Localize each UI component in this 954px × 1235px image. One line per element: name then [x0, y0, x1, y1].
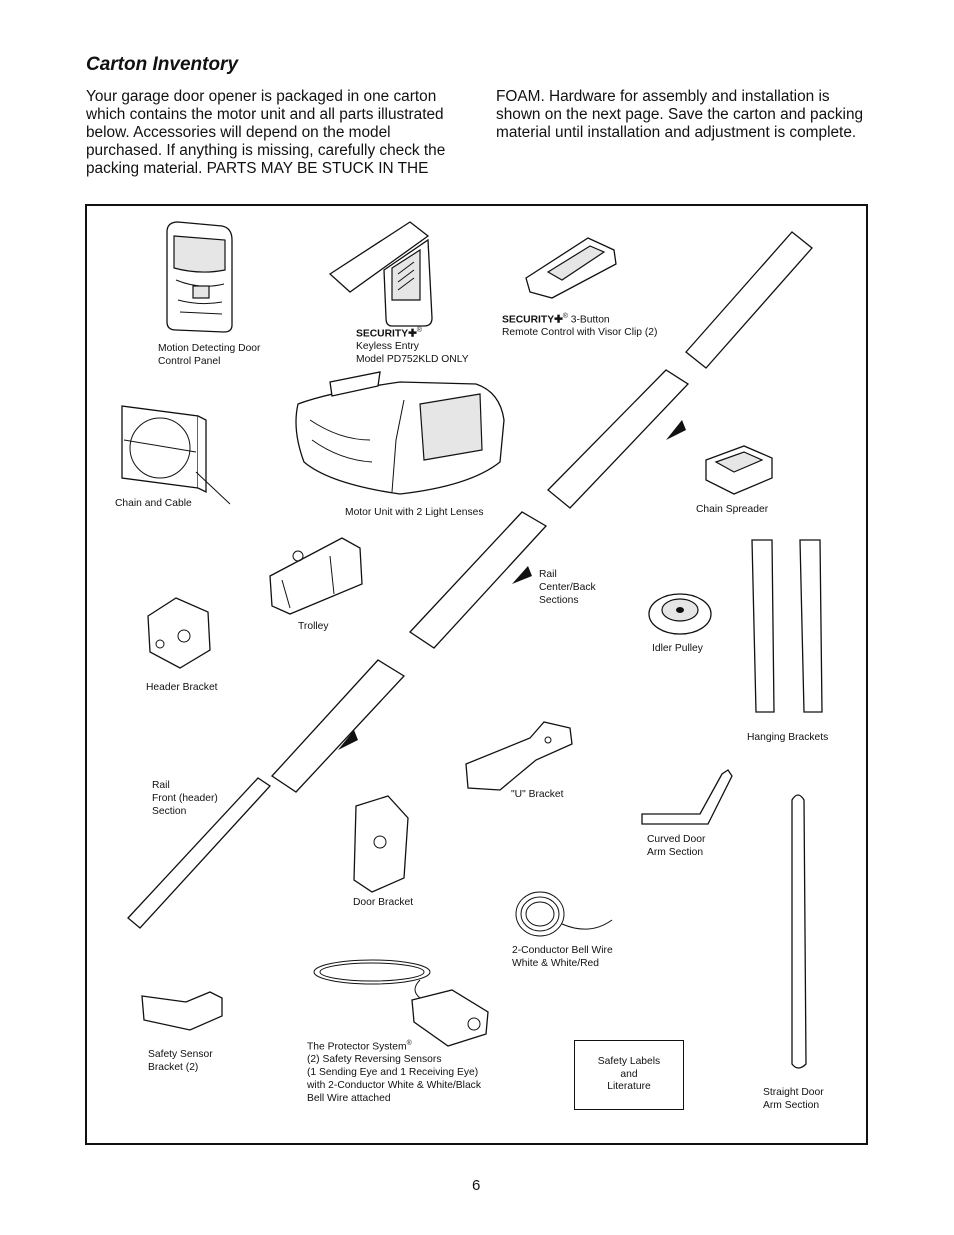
keyless-entry-illustration: [328, 221, 433, 327]
chain-spreader-illustration: [705, 445, 773, 495]
label-rail-front: Rail Front (header) Section: [152, 780, 218, 817]
inventory-frame: [85, 204, 868, 1145]
label-idler-pulley: Idler Pulley: [652, 643, 703, 654]
keyless-reg-mark: ®: [416, 327, 422, 334]
protector-reg-mark: ®: [406, 1040, 412, 1047]
motor-unit-illustration: [295, 371, 505, 495]
label-header-bracket: Header Bracket: [146, 682, 218, 693]
label-straight-arm: Straight Door Arm Section: [763, 1087, 824, 1111]
trolley-illustration: [269, 537, 363, 615]
label-trolley: Trolley: [298, 621, 329, 632]
remote-desc-2: Remote Control with Visor Clip (2): [502, 327, 658, 339]
label-sensor-bracket: Safety Sensor Bracket (2): [148, 1049, 213, 1073]
curved-arm-illustration: [641, 769, 733, 825]
remote-reg-mark: ®: [562, 313, 568, 320]
keyless-desc: Keyless Entry Model PD752KLD ONLY: [356, 341, 469, 366]
page-number: 6: [472, 1177, 481, 1194]
label-rail-center-back: Rail Center/Back Sections: [539, 569, 596, 606]
sensor-bracket-illustration: [141, 991, 223, 1031]
chain-cable-illustration: [121, 405, 231, 505]
keyless-brand: SECURITY✚: [356, 328, 417, 340]
hanging-brackets-illustration: [751, 539, 823, 713]
safety-labels-box: Safety Labels and Literature: [574, 1040, 684, 1110]
remote-desc-1: 3-Button: [567, 314, 610, 326]
label-hanging-brackets: Hanging Brackets: [747, 732, 829, 743]
label-keyless-entry: SECURITY✚® Keyless Entry Model PD752KLD O…: [356, 324, 469, 366]
protector-title: The Protector System: [307, 1041, 407, 1053]
bell-wire-illustration: [515, 891, 613, 937]
door-bracket-illustration: [353, 795, 409, 893]
protector-desc: (2) Safety Reversing Sensors (1 Sending …: [307, 1054, 481, 1105]
label-chain-spreader: Chain Spreader: [696, 504, 769, 515]
rail-illustration: [127, 231, 813, 929]
label-chain-cable: Chain and Cable: [115, 498, 192, 509]
remote-brand: SECURITY✚: [502, 314, 563, 326]
intro-paragraph-left: Your garage door opener is packaged in o…: [86, 88, 446, 177]
label-u-bracket: "U" Bracket: [511, 789, 564, 800]
label-protector-system: The Protector System® (2) Safety Reversin…: [307, 1037, 481, 1105]
control-panel-illustration: [166, 221, 233, 333]
header-bracket-illustration: [147, 597, 211, 669]
straight-arm-illustration: [791, 794, 807, 1069]
protector-system-illustration: [313, 959, 489, 1047]
intro-paragraph-right: FOAM. Hardware for assembly and installa…: [496, 88, 864, 141]
label-door-bracket: Door Bracket: [353, 897, 414, 908]
page-title: Carton Inventory: [86, 54, 239, 75]
u-bracket-illustration: [465, 721, 573, 791]
label-bell-wire: 2-Conductor Bell Wire White & White/Red: [512, 945, 613, 969]
label-control-panel: Motion Detecting Door Control Panel: [158, 343, 261, 367]
remote-control-illustration: [525, 237, 617, 299]
idler-pulley-illustration: [648, 593, 712, 635]
label-curved-arm: Curved Door Arm Section: [647, 834, 706, 858]
label-motor-unit: Motor Unit with 2 Light Lenses: [345, 507, 484, 518]
